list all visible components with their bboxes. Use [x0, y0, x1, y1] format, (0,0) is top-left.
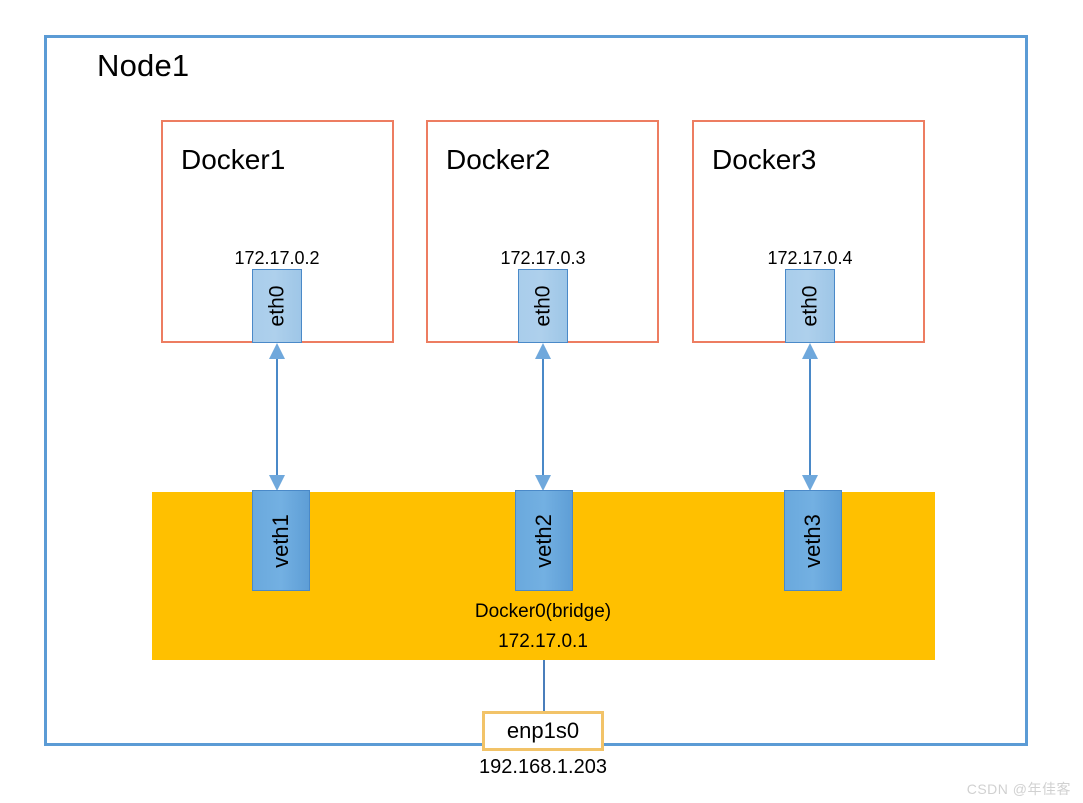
docker1-ip-label: 172.17.0.2 [234, 248, 320, 268]
docker2-ip-label: 172.17.0.3 [500, 248, 586, 268]
docker1-eth0-label: eth0 [265, 285, 289, 327]
veth2-label: veth2 [531, 513, 556, 568]
double-arrow-icon [802, 343, 818, 491]
connector-eth0-veth2 [532, 343, 554, 491]
docker3-eth0-label: eth0 [798, 285, 822, 327]
docker0-bridge-ip: 172.17.0.1 [498, 631, 588, 652]
enp1s0-interface: enp1s0 [482, 711, 604, 751]
watermark: CSDN @年佳客 [966, 781, 1071, 797]
docker3-title: Docker3 [712, 144, 817, 175]
double-arrow-icon [535, 343, 551, 491]
connector-eth0-veth1 [266, 343, 288, 491]
veth2-interface: veth2 [515, 490, 573, 591]
enp1s0-ip-label: 192.168.1.203 [479, 756, 607, 778]
docker2-eth0-label: eth0 [531, 285, 555, 327]
docker2-title: Docker2 [446, 144, 551, 175]
docker0-bridge-name: Docker0(bridge) [474, 601, 612, 622]
veth1-label: veth1 [268, 513, 293, 568]
docker2-eth0-interface: eth0 [518, 269, 568, 343]
docker3-eth0-interface: eth0 [785, 269, 835, 343]
double-arrow-icon [269, 343, 285, 491]
docker3-ip-label: 172.17.0.4 [767, 248, 853, 268]
node1-title: Node1 [97, 48, 190, 83]
connector-bridge-enp1s0 [543, 660, 545, 712]
connector-eth0-veth3 [799, 343, 821, 491]
veth1-interface: veth1 [252, 490, 310, 591]
docker1-eth0-interface: eth0 [252, 269, 302, 343]
veth3-interface: veth3 [784, 490, 842, 591]
veth3-label: veth3 [800, 513, 825, 568]
docker1-title: Docker1 [181, 144, 286, 175]
enp1s0-label: enp1s0 [506, 718, 580, 743]
